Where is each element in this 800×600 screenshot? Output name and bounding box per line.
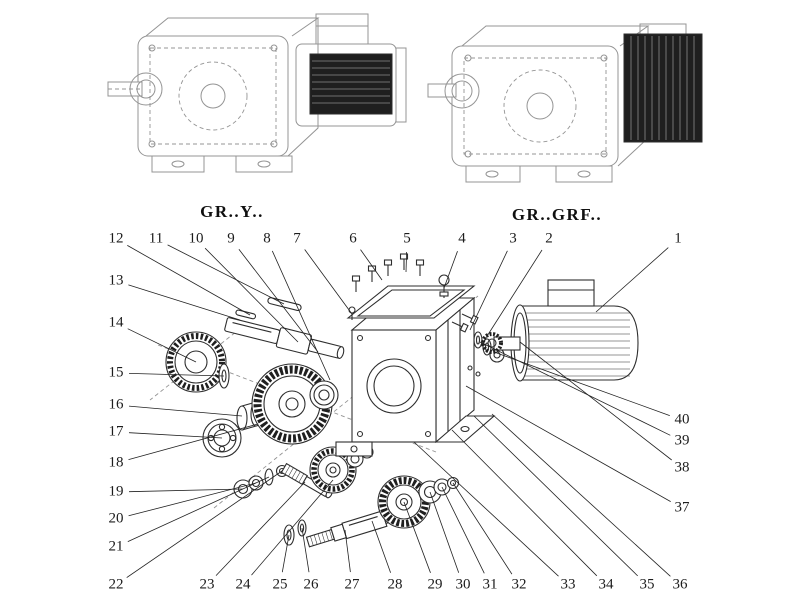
fan-cowl [395, 47, 407, 123]
assembled-view-left [107, 13, 407, 173]
front-foot [335, 441, 373, 457]
output-shaft [427, 73, 480, 109]
variant-label-gr-grf: GR..GRF.. [511, 205, 603, 224]
variant-label-gr-y: GR..Y.. [200, 202, 264, 221]
exploded-view [149, 253, 639, 548]
leader-line-22 [126, 470, 283, 578]
motor [481, 279, 639, 382]
leader-line-39 [479, 341, 671, 436]
motor [295, 13, 407, 127]
leader-line-27 [344, 529, 351, 573]
leader-line-3 [469, 250, 508, 331]
leader-line-36 [491, 413, 671, 577]
leader-line-24 [251, 479, 334, 576]
mounting-feet [151, 155, 293, 173]
leader-line-9 [238, 249, 319, 353]
leader-line-37 [465, 385, 671, 502]
leader-line-26 [301, 527, 310, 573]
leader-line-1 [595, 247, 669, 313]
leader-line-38 [519, 341, 672, 461]
leader-line-30 [429, 491, 460, 573]
leader-line-20 [128, 482, 257, 517]
leader-line-16 [128, 405, 243, 417]
leader-line-12 [127, 245, 251, 316]
leader-line-34 [451, 429, 598, 577]
leader-line-32 [452, 482, 513, 575]
leader-line-5 [405, 251, 407, 273]
leader-line-18 [128, 423, 259, 460]
gearbox-housing [451, 25, 650, 167]
leader-line-13 [128, 284, 241, 321]
leader-line-19 [128, 488, 244, 493]
intermediate-bearing [309, 380, 339, 410]
leader-line-15 [128, 373, 225, 377]
leader-line-17 [128, 432, 223, 439]
leader-line-14 [127, 328, 197, 363]
leader-line-23 [215, 481, 306, 576]
leader-line-10 [204, 247, 299, 343]
leader-line-7 [304, 249, 353, 315]
assembled-view-right [427, 23, 703, 183]
leader-line-35 [473, 415, 638, 577]
leader-line-8 [271, 250, 331, 381]
intermediate-gear [309, 446, 357, 494]
retaining-rings [418, 476, 460, 504]
leader-line-28 [371, 520, 391, 573]
eye-bolt [438, 274, 450, 298]
terminal-box [547, 279, 595, 307]
leader-line-4 [443, 251, 458, 289]
leader-line-25 [281, 534, 290, 573]
leader-line-6 [360, 249, 383, 281]
leader-line-21 [127, 476, 270, 542]
leader-line-33 [413, 441, 559, 577]
leader-line-11 [167, 244, 285, 305]
leader-line-29 [403, 501, 431, 573]
leader-line-31 [441, 486, 485, 574]
mounting-feet [465, 165, 613, 183]
output-shaft [224, 317, 345, 359]
gearbox-housing [137, 17, 320, 157]
leader-lines [126, 244, 672, 578]
terminal-box [315, 13, 369, 45]
cooling-fins [524, 312, 630, 377]
stator-windings [309, 53, 393, 115]
gear-housing [335, 296, 496, 457]
parallel-keys [235, 297, 302, 320]
drive-shaft [305, 506, 409, 548]
motor-pinion [481, 332, 503, 354]
shim-washers [233, 464, 289, 499]
leader-line-40 [493, 351, 670, 416]
cooling-fin-block [623, 23, 703, 143]
output-shaft [107, 72, 163, 106]
leader-line-2 [481, 249, 543, 345]
